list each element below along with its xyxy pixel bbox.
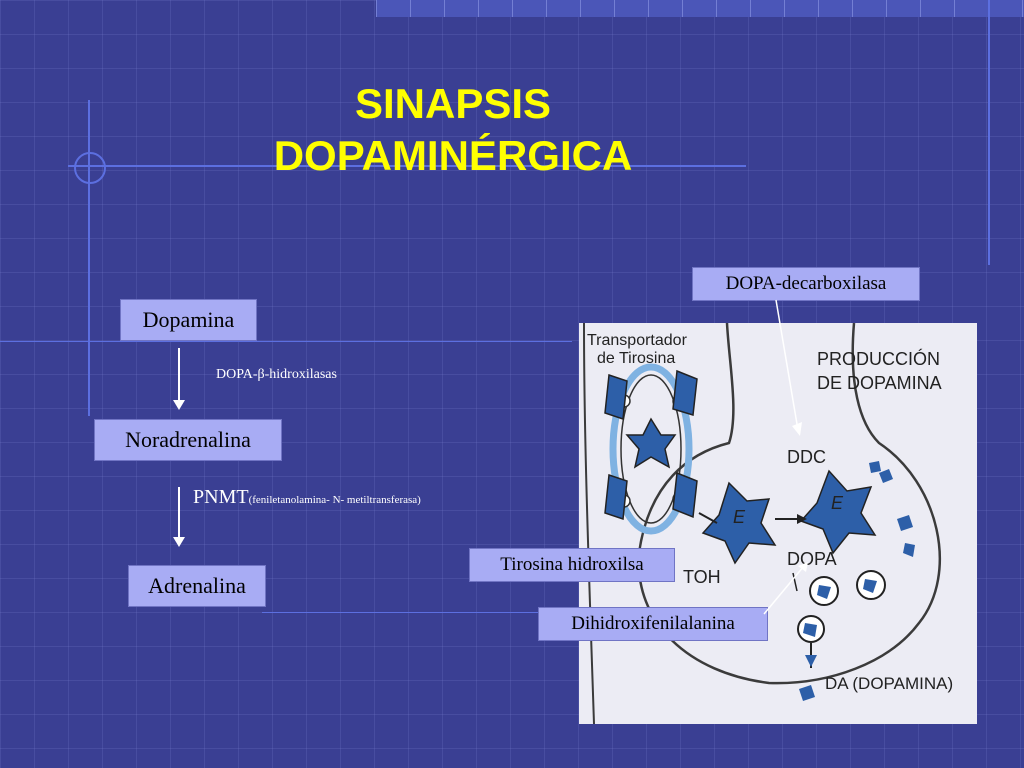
adrenaline-box: Adrenalina [128,565,266,607]
figure-transporter-label-1: Transportador [587,332,688,349]
enzyme-pnmt-fullname: (feniletanolamina- N- metiltransferasa) [248,494,421,506]
figure-production-label-1: PRODUCCIÓN [817,348,940,369]
tyrosine-transporter-ring-inner [620,374,682,524]
noradrenaline-box: Noradrenalina [94,419,282,461]
callout-pointer-ddc [775,299,802,436]
callout-pointer-dopa [763,562,808,615]
figure-da-label: DA (DOPAMINA) [825,674,953,693]
enzyme-pnmt: PNMT(feniletanolamina- N- metiltransfera… [193,486,421,509]
arrow-dopamine-to-noradrenaline [173,348,185,410]
toh-enzyme-shape [701,481,777,565]
figure-enzyme-letter-1: E [733,507,746,527]
vertical-rule-right [988,0,990,265]
enzyme-dopa-beta-hydroxylase: DOPA-β-hidroxilasas [216,367,337,382]
tyrosine-hydroxylase-callout: Tirosina hidroxilsa [469,548,675,582]
decorative-ring [74,152,106,184]
membrane-left [583,323,595,724]
enzyme-pnmt-abbrev: PNMT [193,486,249,508]
tyrosine-transporter-ring [609,363,693,535]
horizontal-rule-low [262,612,562,613]
figure-dopa-label: DOPA [787,549,837,569]
dopamine-box: Dopamina [120,299,257,341]
arrow-noradrenaline-to-adrenaline [173,487,185,547]
ddc-enzyme-shape [799,469,877,555]
dihydroxyphenylalanine-callout: Dihidroxifenilalanina [538,607,768,641]
slide-title-line2: DOPAMINÉRGICA [273,132,633,179]
horizontal-rule-mid [0,341,572,342]
figure-enzyme-letter-2: E [831,493,844,513]
dopa-decarboxylase-callout: DOPA-decarboxilasa [692,267,920,301]
horizontal-rule-top [68,165,746,167]
figure-production-label-2: DE DOPAMINA [817,373,942,393]
neuron-terminal-outline [637,323,941,685]
slide-title-line1: SINAPSIS [354,80,552,127]
dopamine-synthesis-figure: Transportador de Tirosina PRODUCCIÓN DE … [579,323,977,724]
vertical-rule-left [88,100,90,416]
figure-toh-label: TOH [683,567,721,587]
figure-transporter-label-2: de Tirosina [597,350,675,367]
top-decorative-bar [376,0,1024,17]
figure-ddc-label: DDC [787,447,826,467]
